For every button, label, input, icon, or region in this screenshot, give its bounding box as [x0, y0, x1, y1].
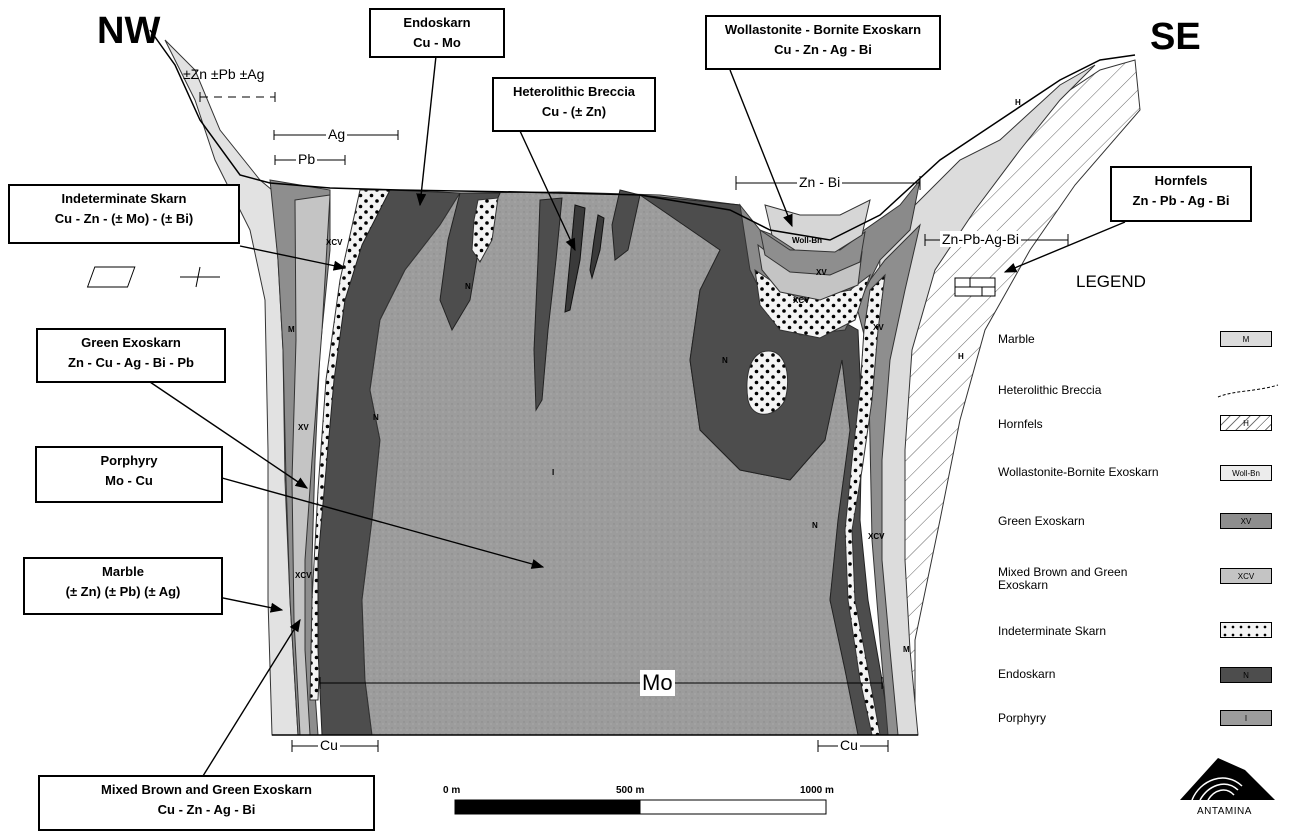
callout-title: Porphyry — [41, 451, 217, 471]
label-znpbagbi: Zn-Pb-Ag-Bi — [940, 231, 1021, 247]
leader-endoskarn — [420, 56, 436, 205]
scale-label-start: 0 m — [443, 785, 460, 796]
callout-endoskarn: Endoskarn Cu - Mo — [369, 8, 505, 58]
unit-label-wollbn: Woll-Bn — [792, 236, 822, 245]
callout-metals: Zn - Pb - Ag - Bi — [1116, 191, 1246, 211]
legend-swatch-wollastonite: Woll-Bn — [1220, 465, 1272, 481]
legend-item-mixed: Mixed Brown and Green Exoskarn — [998, 566, 1148, 592]
unit-label-xcv-left2: XCV — [295, 571, 311, 580]
marble-symbol-right — [955, 278, 995, 296]
legend-swatch-indeterminate — [1220, 622, 1272, 638]
direction-se: SE — [1150, 16, 1201, 59]
legend-swatch-porphyry: I — [1220, 710, 1272, 726]
label-znpbag: ±Zn ±Pb ±Ag — [181, 66, 266, 82]
callout-hornfels: Hornfels Zn - Pb - Ag - Bi — [1110, 166, 1252, 222]
label-mo: Mo — [640, 670, 675, 696]
callout-title: Hornfels — [1116, 171, 1246, 191]
legend-title: LEGEND — [1076, 272, 1146, 292]
marble-left — [165, 40, 298, 735]
legend-item-marble: Marble — [998, 333, 1188, 346]
label-pb: Pb — [296, 151, 317, 167]
legend-swatch-marble: M — [1220, 331, 1272, 347]
callout-title: Marble — [29, 562, 217, 582]
callout-metals: Cu - Mo — [375, 33, 499, 53]
legend-breccia-swatch — [1218, 385, 1278, 397]
callout-title: Heterolithic Breccia — [498, 82, 650, 102]
callout-wollastonite: Wollastonite - Bornite Exoskarn Cu - Zn … — [705, 15, 941, 70]
unit-label-i: I — [552, 468, 554, 477]
callout-metals: (± Zn) (± Pb) (± Ag) — [29, 582, 217, 602]
label-znbi: Zn - Bi — [797, 174, 842, 190]
callout-metals: Mo - Cu — [41, 471, 217, 491]
label-cu-right: Cu — [838, 737, 860, 753]
callout-title: Indeterminate Skarn — [14, 189, 234, 209]
legend-item-indeterminate: Indeterminate Skarn — [998, 625, 1188, 638]
legend-item-endoskarn: Endoskarn — [998, 668, 1188, 681]
direction-nw: NW — [97, 10, 160, 53]
legend-swatch-green: XV — [1220, 513, 1272, 529]
unit-label-m-left: M — [288, 325, 295, 334]
unit-label-xv-right: XV — [873, 323, 884, 332]
callout-title: Wollastonite - Bornite Exoskarn — [711, 20, 935, 40]
leader-wollastonite — [730, 70, 792, 226]
callout-metals: Cu - Zn - Ag - Bi — [44, 800, 369, 820]
callout-metals: Cu - (± Zn) — [498, 102, 650, 122]
unit-label-xcv-left: XCV — [326, 238, 342, 247]
callout-porphyry: Porphyry Mo - Cu — [35, 446, 223, 503]
unit-label-n-right2: N — [812, 521, 818, 530]
callout-title: Endoskarn — [375, 13, 499, 33]
callout-indeterminate: Indeterminate Skarn Cu - Zn - (± Mo) - (… — [8, 184, 240, 244]
indeterminate-pod-2 — [747, 351, 788, 414]
logo-text: ANTAMINA — [1197, 806, 1252, 817]
legend-item-wollastonite: Wollastonite-Bornite Exoskarn — [998, 466, 1188, 479]
label-ag: Ag — [326, 126, 347, 142]
unit-label-xv-upper: XV — [816, 268, 827, 277]
legend-swatch-endoskarn: N — [1220, 667, 1272, 683]
callout-marble: Marble (± Zn) (± Pb) (± Ag) — [23, 557, 223, 615]
unit-label-h: H — [958, 352, 964, 361]
legend-item-porphyry: Porphyry — [998, 712, 1188, 725]
callout-title: Mixed Brown and Green Exoskarn — [44, 780, 369, 800]
antamina-logo — [1180, 758, 1275, 800]
scale-bar — [455, 800, 826, 814]
unit-label-xcv-right: XCV — [868, 532, 884, 541]
callout-metals: Cu - Zn - Ag - Bi — [711, 40, 935, 60]
unit-label-m-right: M — [903, 645, 910, 654]
marble-symbol-left — [88, 267, 220, 287]
legend-item-breccia: Heterolithic Breccia — [998, 384, 1188, 397]
unit-label-n-right: N — [722, 356, 728, 365]
unit-label-h-top: H — [1015, 98, 1021, 107]
scale-label-end: 1000 m — [800, 785, 834, 796]
legend-item-green: Green Exoskarn — [998, 515, 1188, 528]
callout-metals: Cu - Zn - (± Mo) - (± Bi) — [14, 209, 234, 229]
unit-label-n-dike: N — [465, 282, 471, 291]
unit-label-xcv-upper: XCV — [793, 296, 809, 305]
scale-label-mid: 500 m — [616, 785, 644, 796]
unit-label-xv-left: XV — [298, 423, 309, 432]
legend-item-hornfels: Hornfels — [998, 418, 1188, 431]
unit-label-n-left: N — [373, 413, 379, 422]
label-cu-left: Cu — [318, 737, 340, 753]
callout-title: Green Exoskarn — [42, 333, 220, 353]
legend-swatch-mixed: XCV — [1220, 568, 1272, 584]
callout-green: Green Exoskarn Zn - Cu - Ag - Bi - Pb — [36, 328, 226, 383]
range-znpbag — [200, 92, 275, 102]
callout-breccia: Heterolithic Breccia Cu - (± Zn) — [492, 77, 656, 132]
callout-metals: Zn - Cu - Ag - Bi - Pb — [42, 353, 220, 373]
legend-swatch-hornfels: H — [1220, 415, 1272, 431]
callout-mixed: Mixed Brown and Green Exoskarn Cu - Zn -… — [38, 775, 375, 831]
